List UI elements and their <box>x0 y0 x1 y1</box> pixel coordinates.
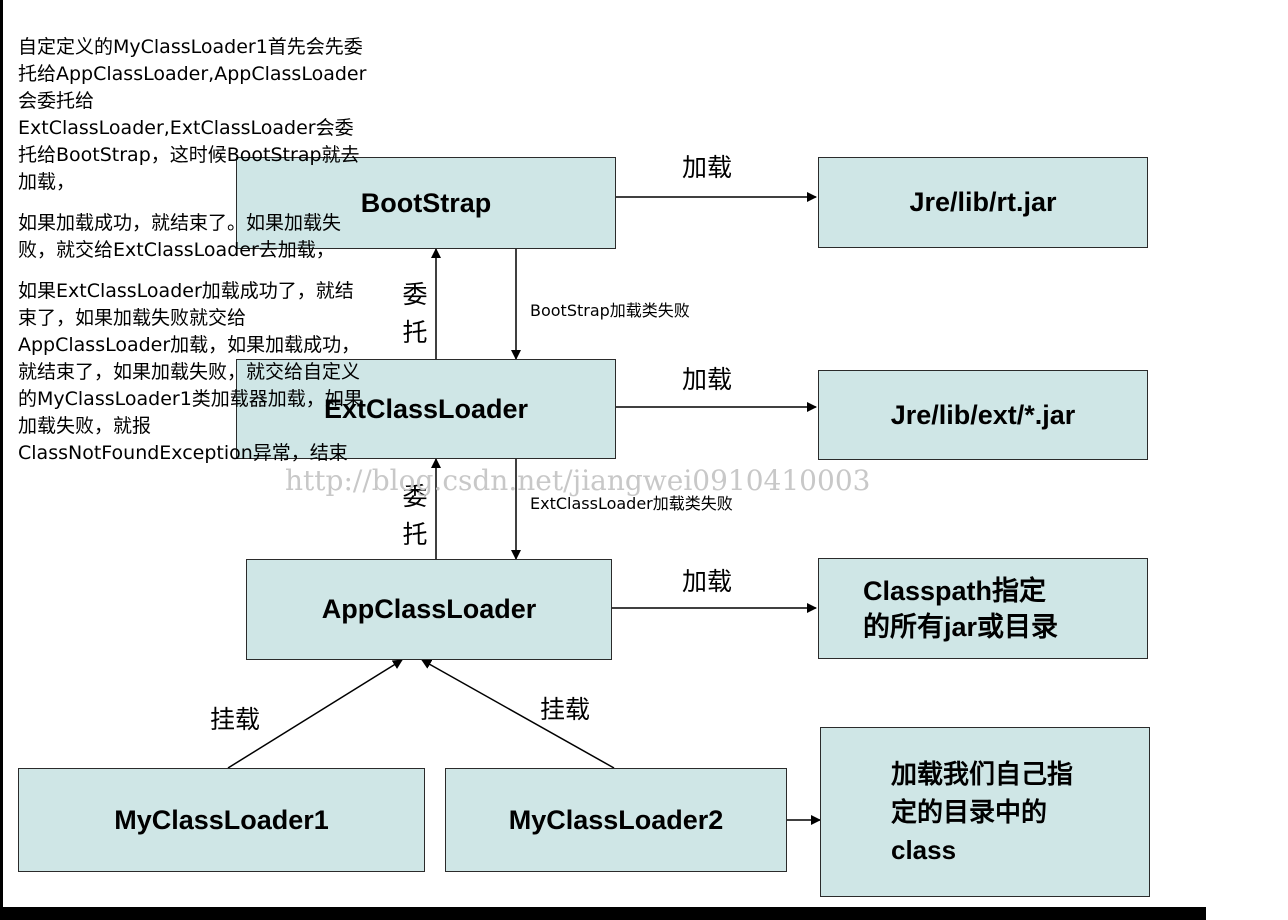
app-class-loader-node-label: AppClassLoader <box>321 594 537 624</box>
custom-class-node: 加载我们自己指 定的目录中的 class <box>820 727 1150 897</box>
classpath-node-line-2: 的所有jar或目录 <box>863 611 1059 642</box>
watermark-text: http://blog.csdn.net/jiangwei0910410003 <box>285 464 871 497</box>
classpath-node-line-1: Classpath指定 <box>863 575 1047 606</box>
rt-jar-node-label: Jre/lib/rt.jar <box>909 187 1057 217</box>
load-label-app: 加载 <box>682 567 733 596</box>
arrow-my-loader1-to-app <box>227 659 403 769</box>
my-class-loader1-node: MyClassLoader1 <box>18 768 425 872</box>
delegate-label-ext: 委托 <box>402 280 428 347</box>
my-class-loader1-node-label: MyClassLoader1 <box>114 804 329 835</box>
ext-fail-label: ExtClassLoader加载类失败 <box>530 494 733 513</box>
frame-bottom-border <box>0 907 1206 920</box>
ext-jar-node-label: Jre/lib/ext/*.jar <box>890 399 1076 430</box>
rt-jar-node: Jre/lib/rt.jar <box>818 157 1148 248</box>
bootstrap-fail-label: BootStrap加载类失败 <box>530 301 690 320</box>
my-class-loader2-node-label: MyClassLoader2 <box>508 804 724 835</box>
classpath-node: Classpath指定 的所有jar或目录 <box>818 558 1148 659</box>
explanation-paragraph-1: 自定定义的MyClassLoader1首先会先委托给AppClassLoader… <box>18 36 367 193</box>
explanation-note: 自定定义的MyClassLoader1首先会先委托给AppClassLoader… <box>18 34 368 467</box>
bootstrap-node: BootStrap <box>236 157 616 249</box>
load-label-ext: 加载 <box>682 365 733 394</box>
mount-label-2: 挂载 <box>540 695 591 724</box>
my-class-loader2-node: MyClassLoader2 <box>445 768 787 872</box>
custom-class-node-line-3: class <box>891 835 957 865</box>
ext-jar-node: Jre/lib/ext/*.jar <box>818 370 1148 460</box>
custom-class-node-line-1: 加载我们自己指 <box>891 759 1074 789</box>
custom-class-node-line-2: 定的目录中的 <box>891 797 1048 827</box>
explanation-paragraph-2: 如果加载成功，就结束了。如果加载失败，就交给ExtClassLoader去加载， <box>18 212 342 261</box>
ext-class-loader-node-label: ExtClassLoader <box>323 393 529 424</box>
explanation-paragraph-3: 如果ExtClassLoader加载成功了，就结束了，如果加载失败就交给AppC… <box>18 280 363 464</box>
load-label-bootstrap: 加载 <box>682 153 733 182</box>
ext-class-loader-node: ExtClassLoader <box>236 359 616 459</box>
delegate-label-app: 委托 <box>402 482 428 549</box>
bootstrap-node-label: BootStrap <box>360 187 492 218</box>
mount-label-1: 挂载 <box>210 705 261 734</box>
arrow-my-loader2-to-app <box>421 659 615 769</box>
frame-left-border <box>0 0 3 920</box>
app-class-loader-node: AppClassLoader <box>246 559 612 660</box>
